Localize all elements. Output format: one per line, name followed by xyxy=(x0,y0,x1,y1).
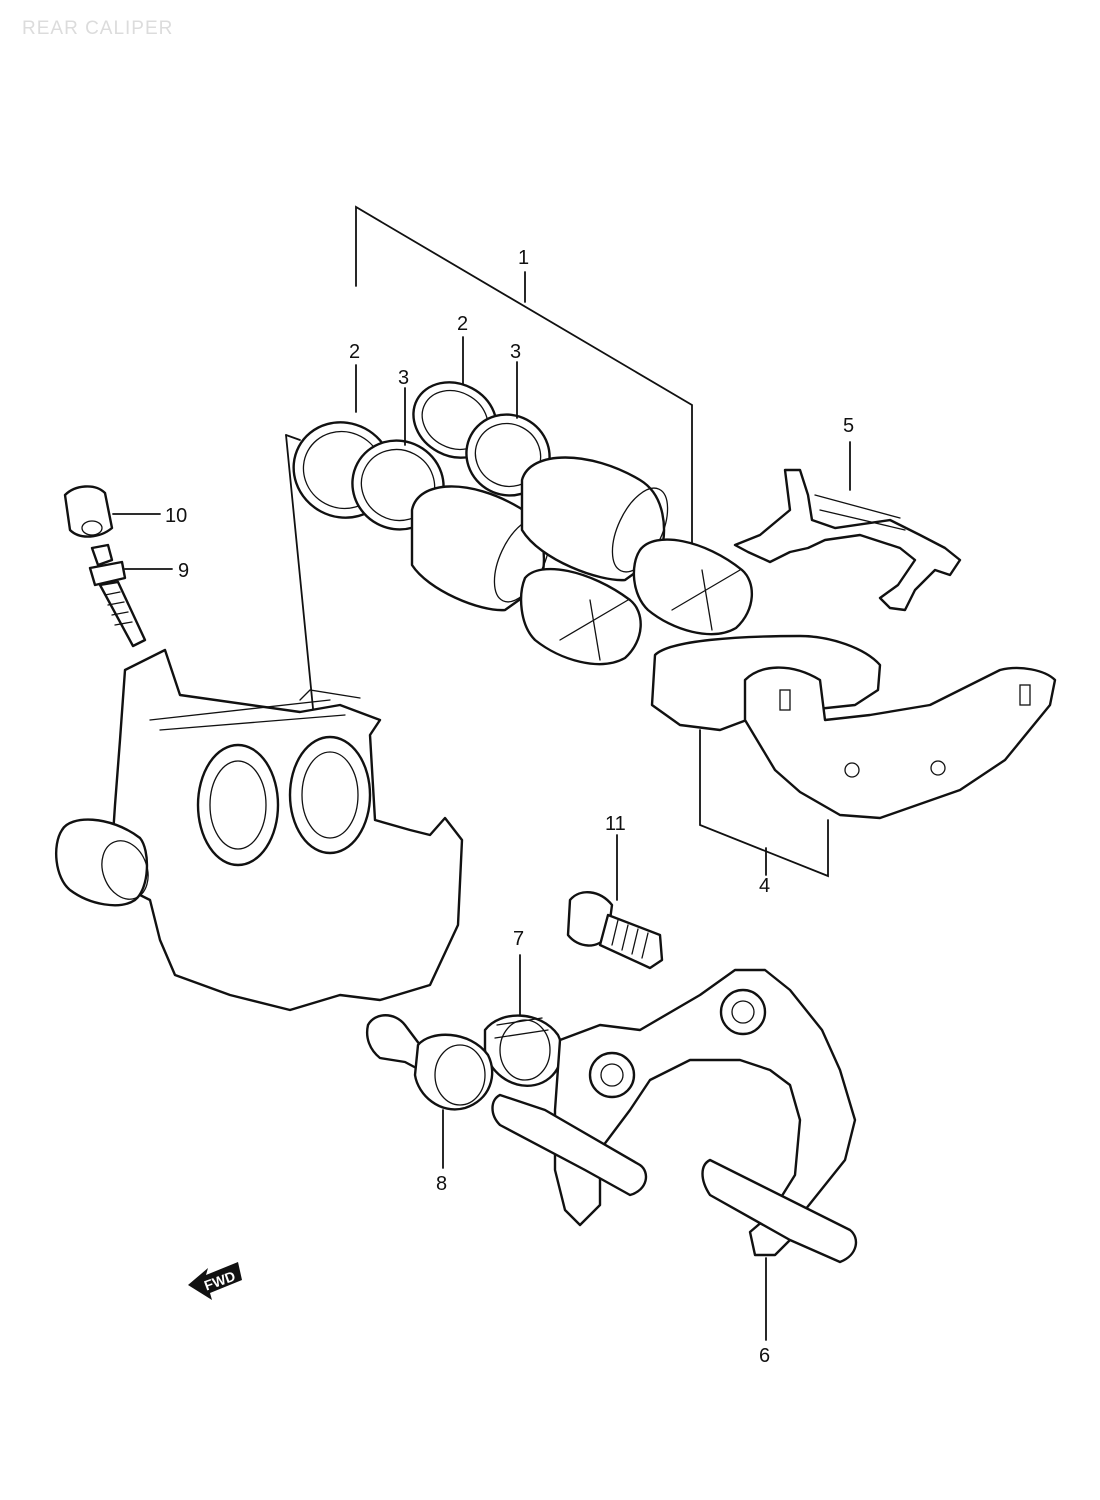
callout-3-right: 3 xyxy=(510,341,521,363)
callout-1: 1 xyxy=(518,247,529,269)
caliper-body xyxy=(55,648,464,1012)
callout-9: 9 xyxy=(178,560,189,582)
callout-3-left: 3 xyxy=(398,367,409,389)
callout-6: 6 xyxy=(759,1345,770,1367)
callout-2-left: 2 xyxy=(349,341,360,363)
callout-4: 4 xyxy=(759,875,770,897)
callout-numbers: 1 2 2 3 3 4 5 6 7 8 9 10 11 xyxy=(165,247,854,1367)
pin-boot xyxy=(483,1014,563,1087)
piston-left xyxy=(410,485,642,666)
callout-11: 11 xyxy=(605,813,626,835)
fwd-label: FWD xyxy=(202,1268,237,1294)
piston-right xyxy=(520,456,754,636)
diagram-title: REAR CALIPER xyxy=(22,18,174,39)
callout-7: 7 xyxy=(513,928,524,950)
callout-8: 8 xyxy=(436,1173,447,1195)
caliper-bolt xyxy=(566,891,664,970)
caliper-bracket xyxy=(491,968,858,1264)
slide-pin xyxy=(366,1014,494,1111)
fwd-arrow-icon: FWD xyxy=(188,1262,242,1300)
brake-pad xyxy=(650,634,1057,878)
bleeder-valve xyxy=(88,543,147,648)
callout-10: 10 xyxy=(165,505,187,527)
callout-5: 5 xyxy=(843,415,854,437)
pad-spring-clip xyxy=(733,468,962,612)
bleeder-cap xyxy=(63,485,114,538)
leader-lines xyxy=(112,271,851,1341)
callout-2-right: 2 xyxy=(457,313,468,335)
